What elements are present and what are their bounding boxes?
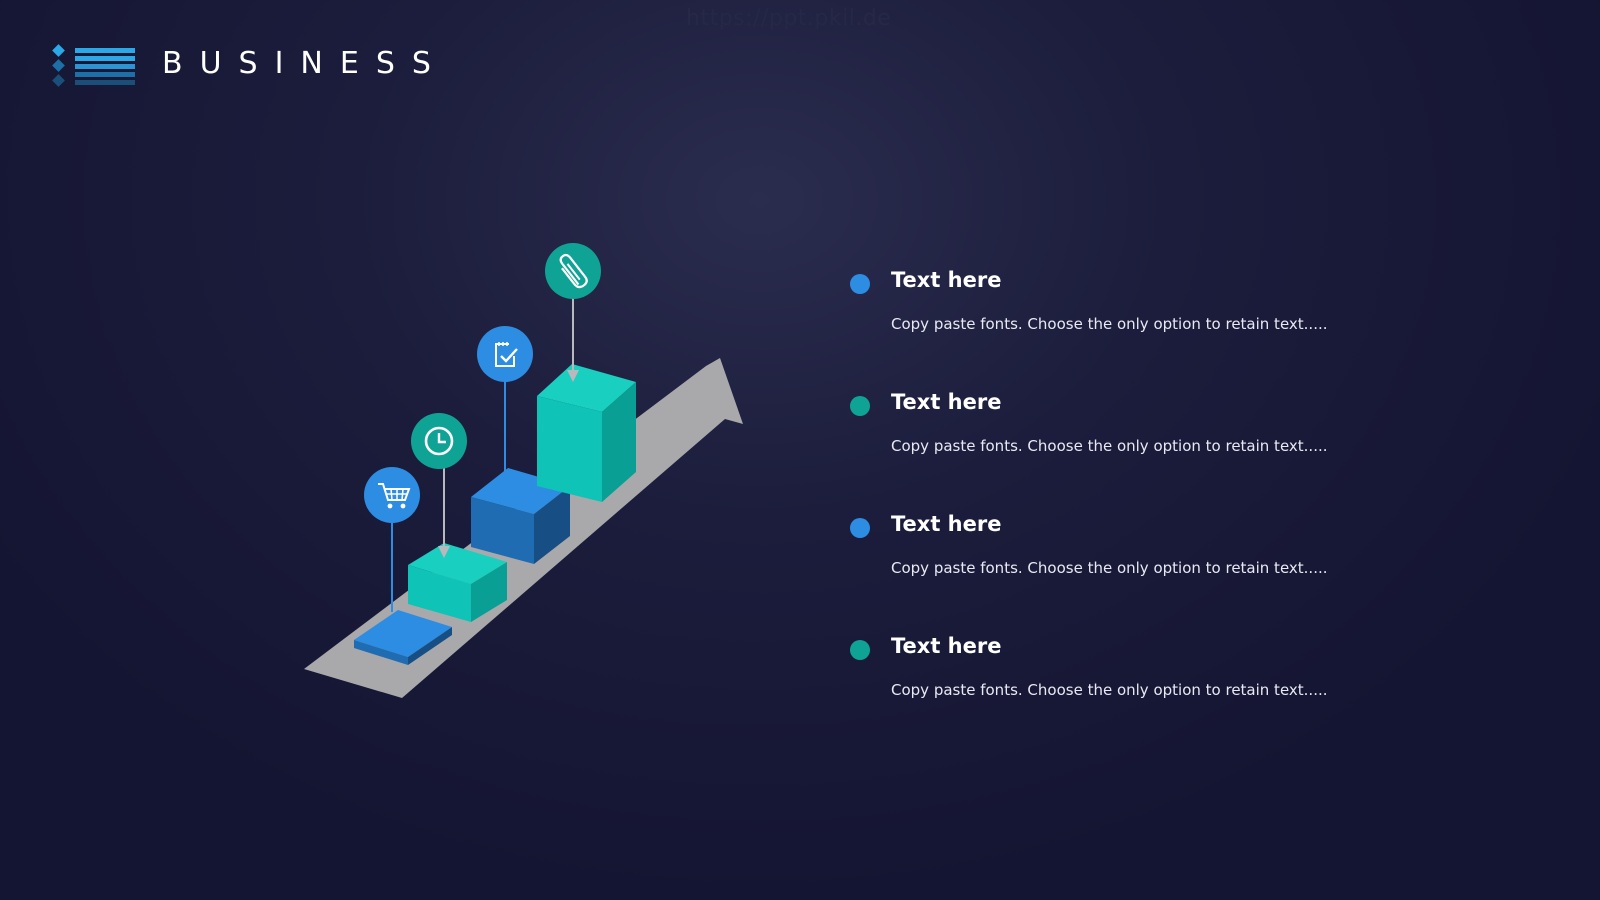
bullet-dot [850,274,870,294]
item-description: Copy paste fonts. Choose the only option… [891,559,1328,577]
list-item: Text here Copy paste fonts. Choose the o… [850,390,1550,512]
list-item: Text here Copy paste fonts. Choose the o… [850,634,1550,756]
item-title: Text here [891,268,1002,292]
list-item: Text here Copy paste fonts. Choose the o… [850,268,1550,390]
item-title: Text here [891,512,1002,536]
bullet-dot [850,640,870,660]
checklist-icon [477,326,533,382]
item-description: Copy paste fonts. Choose the only option… [891,437,1328,455]
item-description: Copy paste fonts. Choose the only option… [891,681,1328,699]
step-box-2 [408,543,507,622]
growth-diagram [304,243,743,698]
step-box-4 [537,364,636,502]
item-description: Copy paste fonts. Choose the only option… [891,315,1328,333]
cart-icon [364,467,420,523]
step-box-1 [354,610,452,665]
bullet-dot [850,518,870,538]
paperclip-icon [545,243,601,299]
page-title: BUSINESS [162,46,448,81]
item-title: Text here [891,390,1002,414]
bullet-dot [850,396,870,416]
item-list: Text here Copy paste fonts. Choose the o… [850,268,1550,756]
clock-icon [411,413,467,469]
menu-lines-icon [52,44,135,87]
item-title: Text here [891,634,1002,658]
watermark-text: https://ppt.pkil.de [686,6,892,31]
list-item: Text here Copy paste fonts. Choose the o… [850,512,1550,634]
